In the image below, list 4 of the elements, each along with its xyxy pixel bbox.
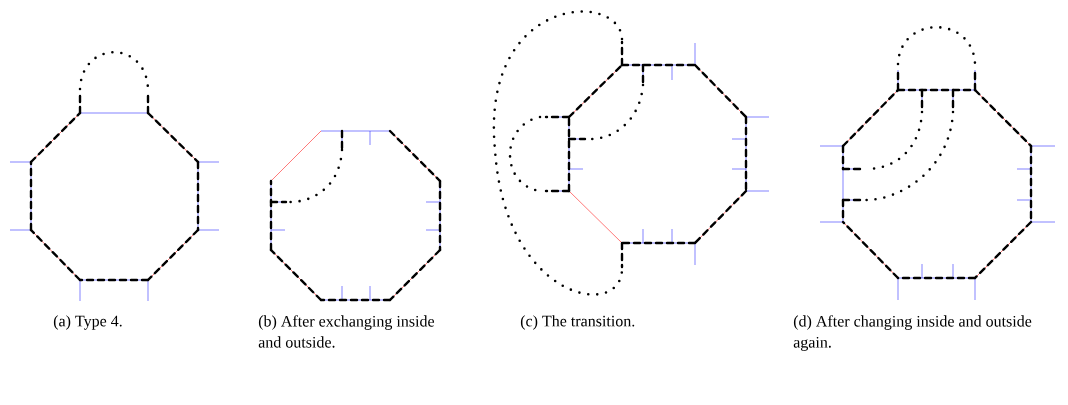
caption: (b) After exchanging inside and outside. bbox=[258, 315, 435, 348]
caption: (d) After changing inside and outside again. bbox=[793, 315, 1032, 351]
caption: (c) The transition. bbox=[520, 315, 635, 330]
caption: (a) Type 4. bbox=[53, 315, 122, 330]
